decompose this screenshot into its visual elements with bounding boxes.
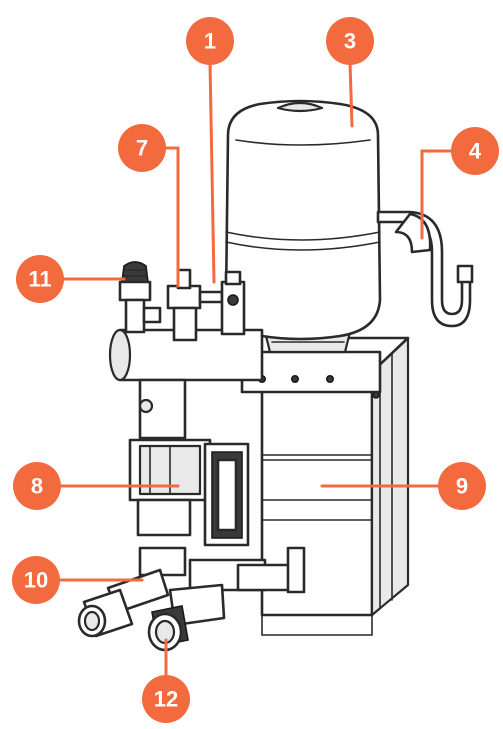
return-pipe [376, 210, 474, 328]
unit-line-art [77, 99, 474, 652]
callout-12: 12 [142, 675, 190, 723]
expansion-tank [224, 99, 382, 341]
circulation-pump [128, 438, 250, 547]
leader-line-3 [348, 60, 354, 128]
heat-exchanger [261, 459, 373, 501]
svg-text:10: 10 [24, 568, 48, 593]
air-vent-valve [166, 268, 224, 342]
svg-text:4: 4 [469, 139, 482, 164]
svg-text:9: 9 [456, 474, 468, 499]
callout-11: 11 [16, 255, 64, 303]
svg-text:3: 3 [344, 29, 356, 54]
leader-line-1 [208, 60, 216, 284]
lower-pipework [138, 546, 306, 594]
svg-text:12: 12 [154, 687, 178, 712]
svg-text:7: 7 [136, 136, 148, 161]
callout-4: 4 [451, 127, 499, 175]
callout-10: 10 [12, 556, 60, 604]
callouts: 1 3 4 7 11 8 [12, 17, 499, 723]
outlet-connector-bottom [147, 583, 226, 652]
vertical-supply-pipe [138, 378, 187, 440]
callout-3: 3 [326, 17, 374, 65]
callout-1: 1 [186, 17, 234, 65]
svg-text:1: 1 [204, 29, 216, 54]
fill-valve [220, 270, 246, 336]
callout-9: 9 [438, 462, 486, 510]
pressure-relief-valve [118, 261, 162, 334]
callout-8: 8 [13, 462, 61, 510]
svg-text:8: 8 [31, 474, 43, 499]
callout-7: 7 [118, 124, 166, 172]
leader-line-7 [158, 146, 180, 288]
manifold-pipe [108, 328, 264, 382]
outlet-connector-left [77, 568, 170, 638]
svg-text:11: 11 [28, 267, 51, 292]
leader-line-4 [420, 149, 458, 240]
